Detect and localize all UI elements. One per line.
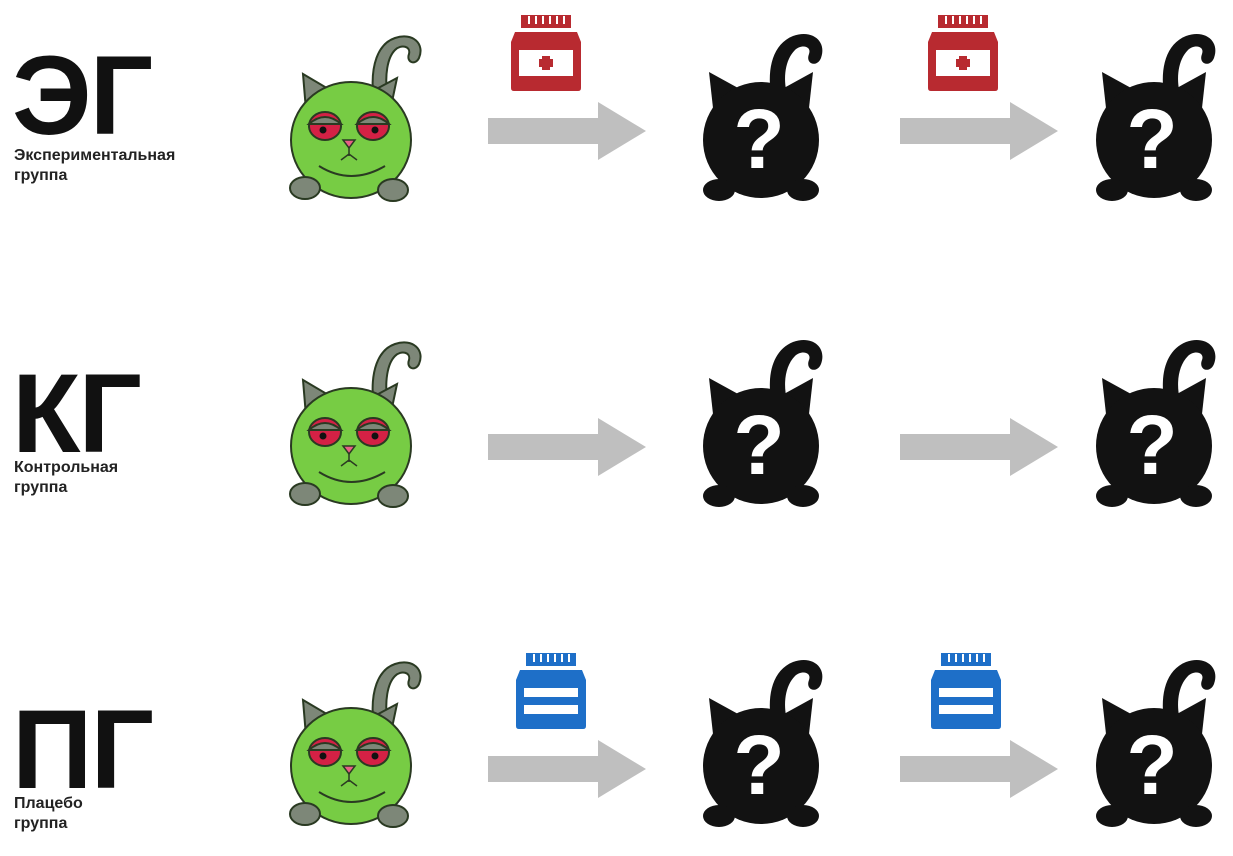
green-cat-icon <box>289 341 422 508</box>
group-row-control: КГ Контрольная группа ? ? <box>0 318 1233 538</box>
group-abbreviation: ПГ <box>12 687 154 812</box>
group-title: Плацебо группа <box>14 794 83 834</box>
unknown-cat-question-icon: ? <box>703 340 823 507</box>
group-title-line2: группа <box>14 167 68 184</box>
group-row-placebo: ПГ Плацебо группа ? <box>0 636 1233 856</box>
right-arrow-icon <box>900 102 1058 160</box>
group-title: Экспериментальная группа <box>14 146 175 186</box>
group-title-line1: Экспериментальная <box>14 147 176 164</box>
svg-text:?: ? <box>1126 92 1177 186</box>
group-abbreviation: КГ <box>12 351 142 476</box>
group-title-line1: Плацебо <box>14 795 83 812</box>
group-row-experimental: ЭГ Экспериментальная группа ? <box>0 0 1233 220</box>
placebo-bottle-icon <box>931 653 1001 729</box>
svg-text:?: ? <box>733 718 784 812</box>
placebo-bottle-icon <box>516 653 586 729</box>
unknown-cat-question-icon: ? <box>703 660 823 827</box>
medicine-bottle-icon <box>928 15 998 91</box>
svg-text:?: ? <box>1126 398 1177 492</box>
unknown-cat-question-icon: ? <box>1096 34 1216 201</box>
unknown-cat-question-icon: ? <box>1096 340 1216 507</box>
right-arrow-icon <box>488 740 646 798</box>
green-cat-icon <box>289 661 422 828</box>
group-abbreviation: ЭГ <box>12 33 153 158</box>
group-title-line2: группа <box>14 479 68 496</box>
svg-text:?: ? <box>1126 718 1177 812</box>
group-title-line1: Контрольная <box>14 459 119 476</box>
right-arrow-icon <box>488 418 646 476</box>
right-arrow-icon <box>900 740 1058 798</box>
right-arrow-icon <box>900 418 1058 476</box>
unknown-cat-question-icon: ? <box>703 34 823 201</box>
green-cat-icon <box>289 35 422 202</box>
unknown-cat-question-icon: ? <box>1096 660 1216 827</box>
svg-text:?: ? <box>733 398 784 492</box>
medicine-bottle-icon <box>511 15 581 91</box>
svg-text:?: ? <box>733 92 784 186</box>
right-arrow-icon <box>488 102 646 160</box>
group-title: Контрольная группа <box>14 458 118 498</box>
group-title-line2: группа <box>14 815 68 832</box>
